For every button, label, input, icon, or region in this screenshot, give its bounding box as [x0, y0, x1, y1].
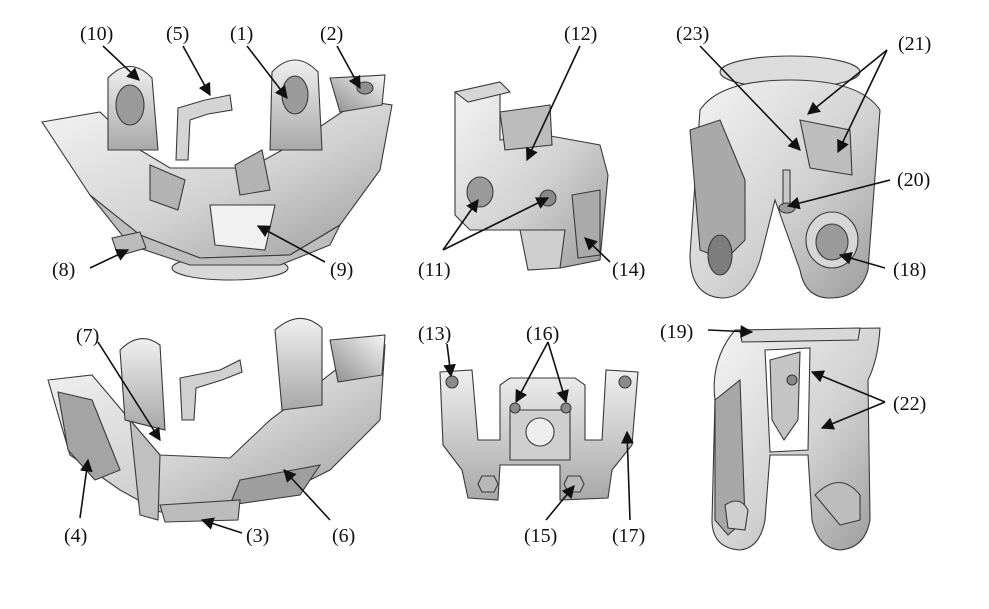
label-23: (23)	[676, 23, 709, 45]
leader-6	[283, 469, 331, 521]
leader-10	[102, 45, 140, 81]
leader-16a	[515, 341, 549, 404]
leader-1	[246, 45, 288, 100]
housing-section-view	[47, 317, 386, 523]
label-12: (12)	[564, 23, 597, 45]
label-19: (19)	[660, 321, 693, 343]
label-17: (17)	[612, 525, 645, 547]
label-6: (6)	[332, 525, 355, 547]
leader-8	[89, 249, 130, 269]
label-18: (18)	[893, 259, 926, 281]
label-14: (14)	[612, 259, 645, 281]
leader-13	[443, 343, 456, 378]
label-22: (22)	[893, 393, 926, 415]
label-16: (16)	[526, 323, 559, 345]
label-15: (15)	[524, 525, 557, 547]
housing-top-view	[41, 59, 393, 281]
label-2: (2)	[320, 23, 343, 45]
plate-front-view	[439, 369, 639, 501]
label-3: (3)	[246, 525, 269, 547]
label-1: (1)	[230, 23, 253, 45]
leader-22a	[810, 370, 886, 403]
label-9: (9)	[330, 259, 353, 281]
leader-2	[336, 45, 361, 90]
leader-7	[97, 341, 161, 442]
label-8: (8)	[52, 259, 75, 281]
leader-21b	[837, 49, 888, 154]
label-4: (4)	[64, 525, 87, 547]
leader-14	[584, 237, 611, 263]
bracket-assembly-view	[453, 81, 609, 271]
leader-19	[707, 325, 754, 338]
leader-3	[200, 517, 243, 534]
leader-11a	[442, 198, 479, 251]
leader-15	[545, 485, 575, 521]
leader-9	[256, 225, 326, 263]
yoke-section-view	[711, 327, 881, 551]
leader-5	[182, 45, 211, 97]
leader-16b	[547, 341, 569, 404]
leader-lines	[79, 45, 891, 534]
label-21: (21)	[898, 33, 931, 55]
leader-4	[79, 458, 93, 519]
label-7: (7)	[76, 325, 99, 347]
leader-18	[838, 252, 886, 269]
label-11: (11)	[418, 259, 451, 281]
leader-22b	[820, 401, 886, 430]
label-20: (20)	[897, 169, 930, 191]
yoke-iso-view	[689, 55, 881, 299]
leader-21a	[807, 49, 888, 115]
leader-23	[699, 45, 801, 151]
leader-20	[786, 179, 891, 210]
label-10: (10)	[80, 23, 113, 45]
leader-11b	[442, 197, 550, 251]
label-13: (13)	[418, 323, 451, 345]
leader-12	[526, 45, 581, 162]
label-5: (5)	[166, 23, 189, 45]
leader-17	[620, 430, 634, 521]
callout-labels: (10) (5) (1) (2) (8) (9) (7) (4) (3) (6)…	[52, 23, 931, 547]
